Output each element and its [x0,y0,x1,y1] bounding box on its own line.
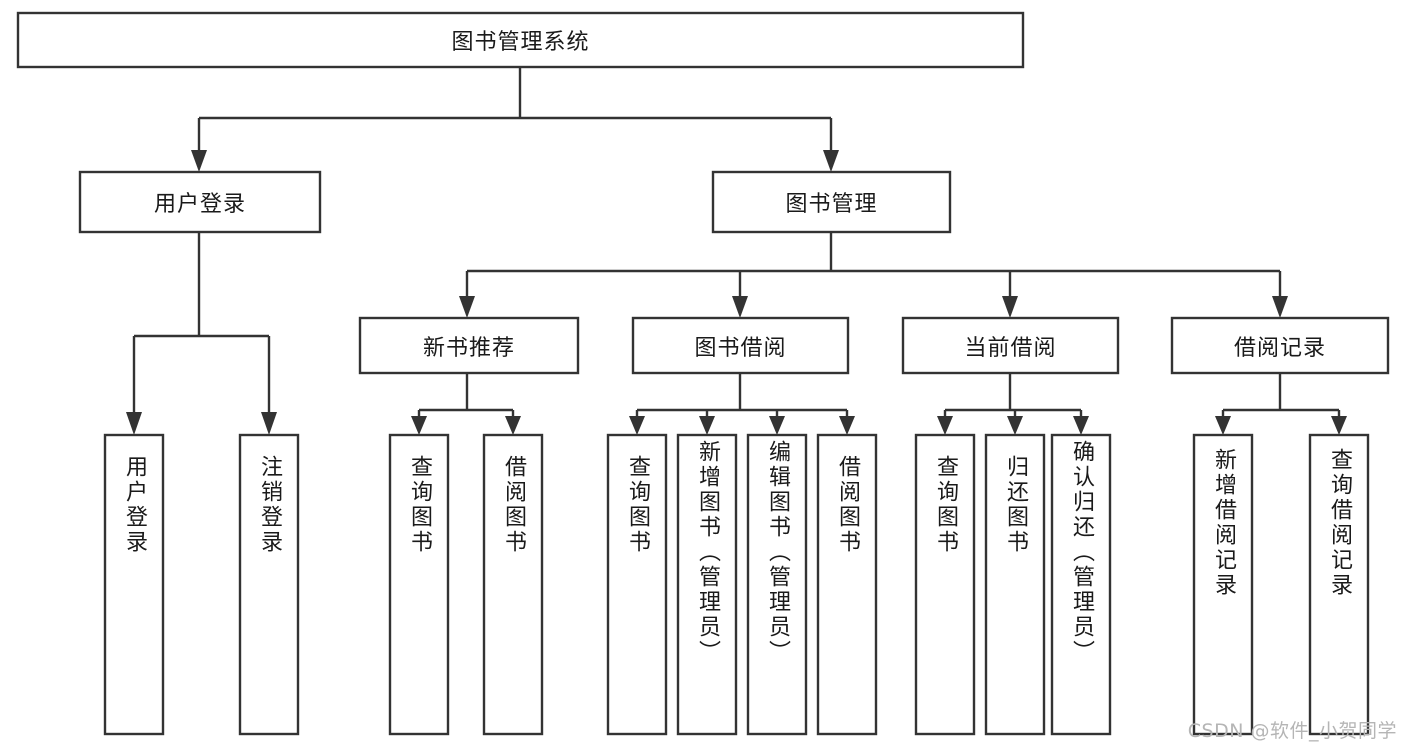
node-box-leaf-add-record[interactable] [1192,433,1254,736]
arrow-to-leaf-logout [261,412,277,435]
arrow-to-user-login [191,150,207,172]
node-box-book-borrow[interactable] [631,316,850,375]
arrow-to-leaf-query-book-a [411,416,427,435]
arrow-to-records [1272,296,1288,318]
node-box-leaf-borrow-book-b[interactable] [816,433,878,736]
arrow-to-leaf-return-book [1007,416,1023,435]
arrow-to-leaf-query-record [1331,416,1347,435]
node-box-leaf-edit-book[interactable] [746,433,808,736]
arrow-to-borrow [732,296,748,318]
node-box-layer [16,11,1390,736]
arrow-to-leaf-query-book-c [937,416,953,435]
node-box-book-management[interactable] [711,170,952,234]
node-box-leaf-confirm-return[interactable] [1050,433,1112,736]
arrow-to-leaf-borrow-book-a [505,416,521,435]
arrow-to-leaf-edit-book [769,416,785,435]
node-box-leaf-add-book[interactable] [676,433,738,736]
node-box-user-login[interactable] [78,170,322,234]
arrow-to-leaf-confirm-return [1073,416,1089,435]
node-box-leaf-query-book-b[interactable] [606,433,668,736]
arrow-to-leaf-borrow-book-b [839,416,855,435]
arrow-to-leaf-add-record [1215,416,1231,435]
node-box-leaf-query-record[interactable] [1308,433,1370,736]
arrow-to-new-rec [459,296,475,318]
node-box-borrow-records[interactable] [1170,316,1390,375]
node-box-leaf-return-book[interactable] [984,433,1046,736]
arrow-to-leaf-user-login [126,412,142,435]
node-box-new-book-recommend[interactable] [358,316,580,375]
node-box-leaf-query-book-c[interactable] [914,433,976,736]
node-box-leaf-user-login[interactable] [103,433,165,736]
node-box-leaf-borrow-book-a[interactable] [482,433,544,736]
connector-layer [126,67,1347,435]
watermark-text: CSDN @软件_小贺同学 [1187,720,1397,742]
node-box-root[interactable] [16,11,1025,69]
arrow-to-current [1002,296,1018,318]
node-box-leaf-logout[interactable] [238,433,300,736]
node-box-current-borrow[interactable] [901,316,1120,375]
arrow-to-book-mgmt [823,150,839,172]
arrow-to-leaf-query-book-b [629,416,645,435]
node-box-leaf-query-book-a[interactable] [388,433,450,736]
arrow-to-leaf-add-book [699,416,715,435]
